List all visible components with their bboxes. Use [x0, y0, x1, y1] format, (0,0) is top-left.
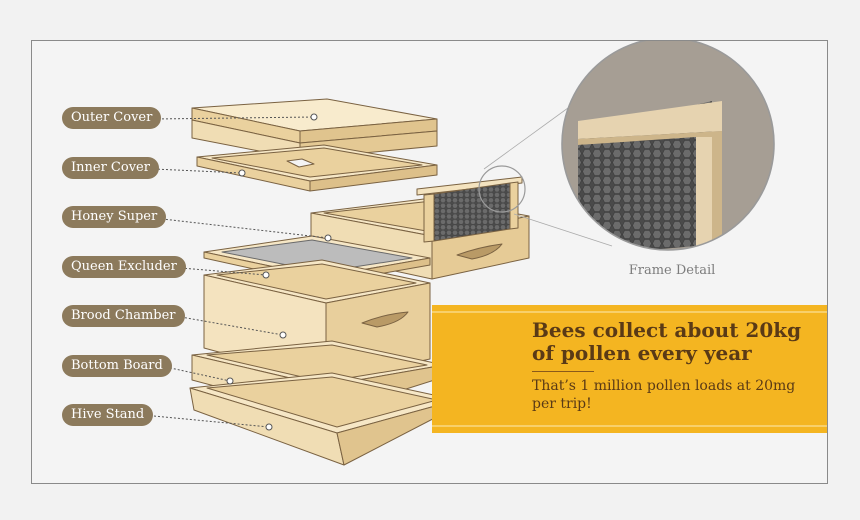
pollen-callout-banner: Bees collect about 20kg of pollen every …: [432, 305, 828, 433]
label-bottom-board: Bottom Board: [62, 355, 172, 377]
diagram-frame: Outer Cover Inner Cover Honey Super Quee…: [31, 40, 828, 484]
callout-divider: [532, 371, 594, 372]
label-outer-cover: Outer Cover: [62, 107, 161, 129]
label-inner-cover: Inner Cover: [62, 157, 159, 179]
hive-stand-part: [190, 373, 457, 465]
label-brood-chamber: Brood Chamber: [62, 305, 185, 327]
label-queen-excluder: Queen Excluder: [62, 256, 186, 278]
banner-bottom-line: [432, 425, 828, 427]
banner-top-line: [432, 311, 828, 313]
inner-cover-part: [197, 145, 437, 191]
frame-detail-caption: Frame Detail: [622, 263, 722, 278]
label-hive-stand: Hive Stand: [62, 404, 153, 426]
callout-subtitle: That’s 1 million pollen loads at 20mg pe…: [532, 377, 822, 413]
label-honey-super: Honey Super: [62, 206, 166, 228]
callout-title: Bees collect about 20kg of pollen every …: [532, 319, 822, 365]
